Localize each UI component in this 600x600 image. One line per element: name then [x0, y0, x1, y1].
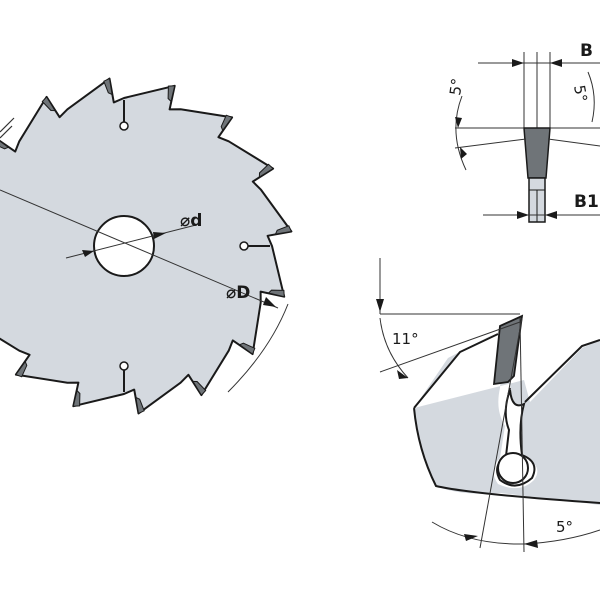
carbide-tip — [238, 342, 256, 355]
slot-end-hole — [239, 241, 249, 251]
outer-diameter-label: ⌀D — [226, 283, 250, 303]
clearance-angle-label: 5° — [556, 518, 573, 536]
gullet-hole — [497, 452, 529, 484]
carbide-tip — [192, 380, 207, 396]
carbide-tip — [15, 360, 28, 378]
center-bore — [93, 215, 155, 277]
carbide-tip — [167, 85, 176, 103]
left-angle-arc — [455, 95, 467, 171]
left-angle-arrow-2 — [460, 147, 467, 159]
bore-arrow-right — [153, 232, 166, 239]
left-angle-arrow-1 — [455, 117, 462, 128]
hook-arrow-bottom — [397, 370, 408, 379]
right-angle-arc — [587, 71, 595, 123]
hook-angle-label: 11° — [392, 330, 419, 348]
expansion-slots — [119, 100, 270, 392]
carbide-tip — [220, 114, 233, 132]
blade-segment-body — [414, 322, 600, 505]
saw-blade-view: ⌀d ⌀D — [0, 77, 293, 415]
left-angle-label: 5° — [446, 77, 466, 96]
body-arrow-right — [545, 211, 557, 219]
bore-diameter-label: ⌀d — [180, 211, 202, 231]
outer-diameter-arc — [227, 303, 289, 393]
clearance-arrow-right — [524, 540, 538, 548]
body-width-label: B1 — [574, 192, 599, 212]
outer-dimension-line — [0, 189, 279, 309]
carbide-tip — [274, 225, 293, 235]
width-arrow-right — [550, 59, 562, 67]
carbide-tip — [41, 96, 56, 112]
body-arrow-left — [517, 211, 529, 219]
tooth-radial-line — [479, 317, 523, 549]
hook-face-extension — [379, 321, 521, 373]
outer-arrow-right — [263, 297, 276, 307]
slot-end-hole — [119, 121, 129, 131]
hook-angle-arc — [379, 317, 409, 379]
carbide-tip — [267, 289, 285, 298]
bore-arrow-left — [82, 250, 94, 257]
tooth-tip-profile — [523, 127, 551, 179]
tooth-profile-detail: 11° 5° — [376, 258, 600, 553]
carbide-tip — [258, 163, 274, 178]
clearance-line — [519, 317, 525, 553]
carbide-tip — [0, 140, 10, 150]
edge-marker-left — [0, 117, 15, 139]
width-label: B — [580, 41, 593, 61]
clearance-angle-arc — [431, 521, 600, 545]
hook-arrow-top — [376, 299, 384, 312]
slot-end-hole — [119, 361, 129, 371]
clearance-arrow-left — [464, 534, 478, 541]
carbide-tips — [0, 77, 293, 415]
carbide-tip — [103, 77, 113, 96]
carbide-tip — [135, 396, 145, 415]
right-angle-line-slanted — [547, 138, 600, 147]
left-angle-line-slanted — [454, 138, 527, 149]
tooth-side-view: B 5° 5° B1 — [446, 41, 600, 223]
right-angle-label: 5° — [570, 84, 591, 104]
width-arrow-left — [512, 59, 524, 67]
carbide-tip — [72, 389, 81, 407]
